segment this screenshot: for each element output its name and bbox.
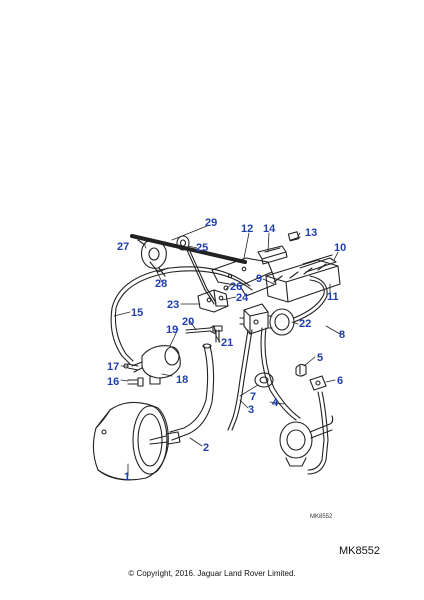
callout-7: 7 bbox=[250, 391, 256, 403]
pipe-part-2 bbox=[169, 343, 215, 441]
clip-part-14 bbox=[257, 245, 288, 265]
pipe-part-3 bbox=[227, 329, 253, 431]
callout-25: 25 bbox=[196, 242, 208, 254]
pipe-part-6 bbox=[307, 391, 329, 475]
callout-13: 13 bbox=[305, 227, 317, 239]
bolt-part-16 bbox=[127, 377, 144, 387]
canister-part-4 bbox=[279, 415, 334, 467]
callout-29: 29 bbox=[205, 217, 217, 229]
callout-18: 18 bbox=[176, 374, 188, 386]
tank-part-1 bbox=[92, 401, 181, 481]
callout-19: 19 bbox=[166, 324, 178, 336]
callout-10: 10 bbox=[334, 242, 346, 254]
callout-20: 20 bbox=[182, 316, 194, 328]
clip-part-6 bbox=[309, 375, 327, 391]
diagram-ref-small: MK8552 bbox=[310, 514, 333, 520]
actuator-part-22 bbox=[267, 308, 295, 336]
hose-part-4 bbox=[260, 327, 301, 421]
callout-15: 15 bbox=[131, 307, 143, 319]
callout-2: 2 bbox=[203, 442, 209, 454]
callout-4: 4 bbox=[272, 397, 279, 409]
hose-part-15 bbox=[110, 266, 253, 365]
clip-part-5 bbox=[295, 363, 307, 377]
callout-16: 16 bbox=[107, 376, 119, 388]
leader-lines bbox=[113, 225, 341, 477]
callout-21: 21 bbox=[221, 337, 233, 349]
callout-9: 9 bbox=[256, 273, 262, 285]
callout-26: 26 bbox=[230, 281, 242, 293]
callout-27: 27 bbox=[117, 241, 129, 253]
callout-22: 22 bbox=[299, 318, 311, 330]
callout-3: 3 bbox=[248, 404, 254, 416]
copyright-notice: © Copyright, 2016. Jaguar Land Rover Lim… bbox=[128, 569, 296, 578]
callout-17: 17 bbox=[107, 361, 119, 373]
callout-6: 6 bbox=[337, 375, 343, 387]
callout-23: 23 bbox=[167, 299, 179, 311]
bracket-part-23 bbox=[197, 285, 229, 313]
callout-11: 11 bbox=[327, 291, 339, 303]
grommet-part-7 bbox=[254, 372, 274, 388]
block-part-13 bbox=[287, 231, 301, 242]
rod-part-20 bbox=[185, 325, 217, 335]
hose-part-8 bbox=[293, 275, 328, 323]
callout-24: 24 bbox=[236, 292, 249, 304]
callout-8: 8 bbox=[339, 329, 345, 341]
cable-part-24 bbox=[186, 248, 217, 305]
diagram-ref-code: MK8552 bbox=[339, 545, 380, 557]
module-part-10 bbox=[265, 254, 341, 303]
callout-12: 12 bbox=[241, 223, 253, 235]
callout-28: 28 bbox=[155, 278, 167, 290]
callout-14: 14 bbox=[263, 223, 276, 235]
bracket-part-27 bbox=[137, 239, 169, 277]
valve-part-3 bbox=[239, 303, 269, 335]
callout-5: 5 bbox=[317, 352, 323, 364]
callout-1: 1 bbox=[124, 471, 130, 483]
